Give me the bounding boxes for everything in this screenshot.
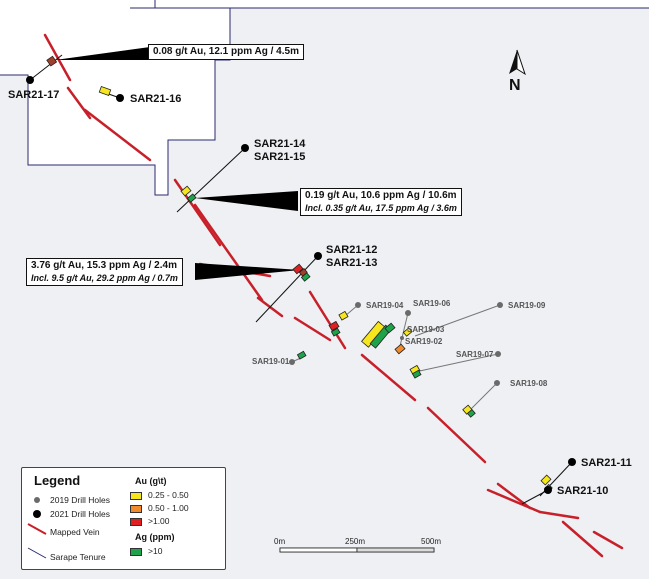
legend-vein-icon: [27, 523, 47, 535]
hole-label-sar21-14: SAR21-14: [254, 138, 306, 150]
hole-label-sar21-13: SAR21-13: [326, 257, 377, 269]
legend-au-swatch-3: [130, 518, 142, 526]
collars-2019: [289, 302, 503, 386]
legend-2019-hole-icon: [34, 497, 40, 503]
legend-au-heading: Au (g\t): [135, 476, 167, 486]
hole-label-sar21-11: SAR21-11: [581, 457, 632, 469]
assay-intervals: [46, 55, 553, 493]
legend-2021-holes: 2021 Drill Holes: [50, 509, 110, 519]
callout-main: 0.08 g/t Au, 12.1 ppm Ag / 4.5m: [153, 46, 299, 57]
hole-label-sar21-17: SAR21-17: [8, 89, 59, 101]
scale-bar: [279, 547, 435, 553]
callout-sar21-12-13: 3.76 g/t Au, 15.3 ppm Ag / 2.4m Incl. 9.…: [26, 258, 183, 286]
callout-incl: Incl. 9.5 g/t Au, 29.2 ppm Ag / 0.7m: [31, 273, 178, 283]
callout-main: 3.76 g/t Au, 15.3 ppm Ag / 2.4m: [31, 260, 177, 271]
legend-tenure-icon: [27, 547, 47, 559]
hole-label-sar21-10: SAR21-10: [557, 485, 608, 497]
sarape-tenure-area: [0, 8, 649, 579]
legend-ag-range-1: >10: [148, 546, 163, 556]
scale-label-0: 0m: [274, 537, 286, 546]
legend-au-range-2: 0.50 - 1.00: [148, 503, 189, 513]
north-arrow-icon: N: [509, 49, 526, 94]
collars-2021: [26, 76, 576, 494]
north-label: N: [509, 77, 521, 94]
legend-ag-heading: Ag (ppm): [135, 532, 175, 542]
hole-label-sar19-06: SAR19-06: [413, 299, 451, 308]
legend-2021-hole-icon: [33, 510, 41, 518]
hole-label-sar19-07: SAR19-07: [456, 350, 494, 359]
callout-main: 0.19 g/t Au, 10.6 ppm Ag / 10.6m: [305, 190, 457, 201]
legend-au-range-1: 0.25 - 0.50: [148, 490, 189, 500]
callout-sar21-14-15: 0.19 g/t Au, 10.6 ppm Ag / 10.6m Incl. 0…: [300, 188, 462, 216]
callout-leaders: [55, 47, 300, 280]
callout-sar21-17: 0.08 g/t Au, 12.1 ppm Ag / 4.5m: [148, 44, 304, 60]
legend-au-swatch-2: [130, 505, 142, 513]
hole-label-sar21-16: SAR21-16: [130, 93, 181, 105]
drill-traces-2021: [29, 54, 573, 505]
hole-label-sar19-01: SAR19-01: [252, 357, 290, 366]
hole-label-sar19-03: SAR19-03: [407, 325, 445, 334]
legend-au-swatch-1: [130, 492, 142, 500]
legend-ag-swatch-1: [130, 548, 142, 556]
legend-au-range-3: >1.00: [148, 516, 170, 526]
legend-mapped-vein: Mapped Vein: [50, 527, 100, 537]
callout-incl: Incl. 0.35 g/t Au, 17.5 ppm Ag / 3.6m: [305, 203, 457, 213]
hole-label-sar19-02: SAR19-02: [405, 337, 443, 346]
legend-title: Legend: [34, 473, 81, 488]
legend-2019-holes: 2019 Drill Holes: [50, 495, 110, 505]
legend: Legend 2019 Drill Holes 2021 Drill Holes…: [21, 467, 226, 570]
hole-label-sar19-04: SAR19-04: [366, 301, 404, 310]
hole-label-sar21-12: SAR21-12: [326, 244, 377, 256]
hole-label-sar21-15: SAR21-15: [254, 151, 305, 163]
hole-label-sar19-08: SAR19-08: [510, 379, 548, 388]
hole-label-sar19-09: SAR19-09: [508, 301, 546, 310]
legend-symbols: [27, 497, 47, 559]
scale-label-250: 250m: [345, 537, 366, 546]
scale-label-500: 500m: [421, 537, 442, 546]
legend-sarape-tenure: Sarape Tenure: [50, 552, 106, 562]
